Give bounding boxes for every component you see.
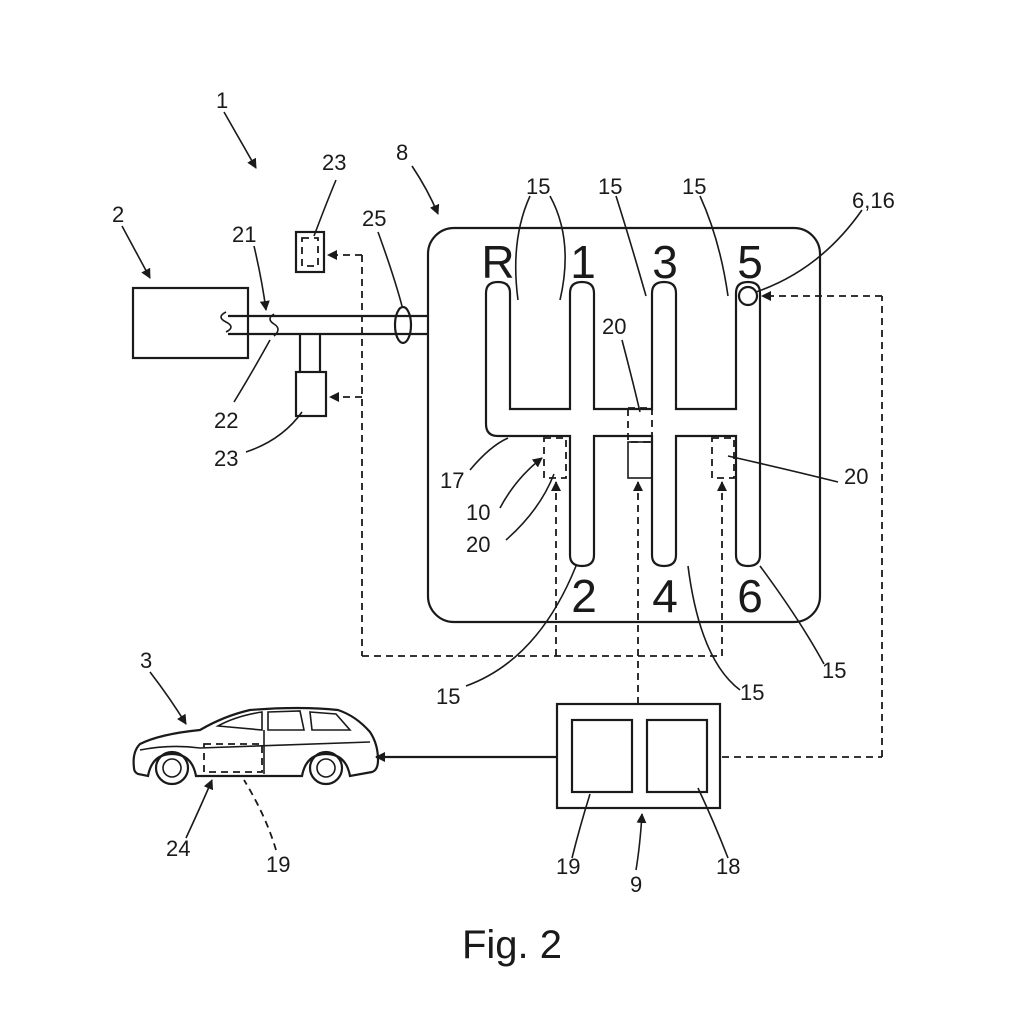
- coupling: [393, 305, 413, 345]
- ref-control-unit: 9: [630, 872, 642, 897]
- ref-coupling: 25: [362, 206, 386, 231]
- lock-element-center: [627, 407, 653, 443]
- ref-slot-5: 15: [682, 174, 706, 199]
- gear-label-1: 1: [570, 236, 596, 288]
- vehicle: [132, 706, 380, 786]
- ref-engine-box: 2: [112, 202, 124, 227]
- lock-element-left: [543, 437, 567, 479]
- vehicle-door-unit: [203, 743, 263, 773]
- position-sensor: [737, 285, 759, 307]
- ref-slot-6: 15: [822, 658, 846, 683]
- control-subunit-left: [570, 718, 634, 794]
- ref-slot-2: 15: [436, 684, 460, 709]
- ref-slot-4: 15: [740, 680, 764, 705]
- shift-gate-housing: [426, 226, 822, 624]
- ref-lock-left: 20: [466, 532, 490, 557]
- control-subunit-right: [645, 718, 709, 794]
- ref-sensor-pos: 6,16: [852, 188, 895, 213]
- ref-gate-path: 17: [440, 468, 464, 493]
- ref-sensor-bottom: 23: [214, 446, 238, 471]
- ref-actuator: 10: [466, 500, 490, 525]
- gear-label-6: 6: [737, 570, 763, 622]
- lock-element-center-body: [627, 441, 653, 479]
- shift-pattern: [484, 280, 762, 568]
- ref-unit-right: 18: [716, 854, 740, 879]
- lock-element-right: [711, 437, 735, 479]
- sensor-top: [294, 230, 326, 274]
- ref-slot-3: 15: [598, 174, 622, 199]
- ref-door: 24: [166, 836, 190, 861]
- engine-box: [131, 286, 250, 360]
- ref-sensor-top: 23: [322, 150, 346, 175]
- ref-slot-r: 15: [526, 174, 550, 199]
- gear-label-2: 2: [571, 570, 597, 622]
- leader-lines: [121, 111, 863, 871]
- gear-label-3: 3: [652, 236, 678, 288]
- figure-caption: Fig. 2: [462, 923, 562, 967]
- ref-system: 1: [216, 88, 228, 113]
- ref-lock-center: 20: [602, 314, 626, 339]
- sensor-bottom: [294, 370, 328, 418]
- shaft-break-right: [269, 313, 279, 337]
- signal-lines: [327, 250, 883, 758]
- shaft-break-left: [220, 311, 232, 333]
- ref-unit-left: 19: [556, 854, 580, 879]
- gear-label-5: 5: [737, 236, 763, 288]
- ref-shaft: 21: [232, 222, 256, 247]
- ref-shift-gate: 8: [396, 140, 408, 165]
- sensor-top-inner: [301, 237, 319, 267]
- ref-vehicle-unit: 19: [266, 852, 290, 877]
- gear-label-r: R: [481, 236, 514, 288]
- gear-label-4: 4: [652, 570, 678, 622]
- ref-vehicle: 3: [140, 648, 152, 673]
- ref-lock-right: 20: [844, 464, 868, 489]
- ref-branch: 22: [214, 408, 238, 433]
